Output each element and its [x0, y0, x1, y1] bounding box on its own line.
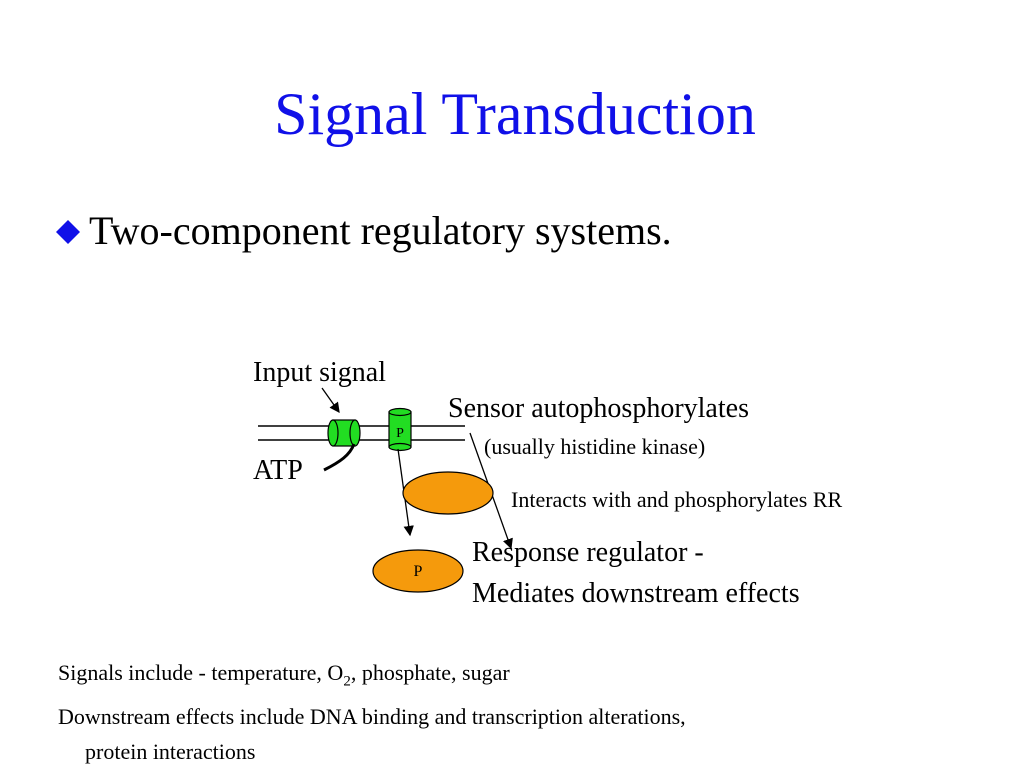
slide-title: Signal Transduction — [274, 81, 756, 147]
footer-notes: Signals include - temperature, O2, phosp… — [58, 655, 686, 769]
sensor-sublabel: (usually histidine kinase) — [484, 434, 706, 459]
footer-effects-continued: protein interactions — [85, 739, 256, 765]
sensor-phospho-tag: P — [396, 426, 404, 441]
interacts-label: Interacts with and phosphorylates RR — [511, 487, 843, 512]
atp-label: ATP — [253, 455, 303, 486]
diamond-bullet-icon — [56, 220, 80, 244]
response-regulator-label: Response regulator - — [472, 537, 704, 568]
footer-effects-line: Downstream effects include DNA binding a… — [58, 704, 686, 730]
input-signal-label: Input signal — [253, 357, 386, 388]
response-regulator-effects-label: Mediates downstream effects — [472, 578, 800, 609]
sensor-label: Sensor autophosphorylates — [448, 393, 749, 424]
bullet-text: Two-component regulatory systems. — [89, 208, 672, 253]
footer-signals-line: Signals include - temperature, O2, phosp… — [58, 660, 510, 690]
atp-curve — [323, 443, 356, 472]
sensor-cylinder-vertical — [388, 407, 412, 452]
sensor-cylinder-horizontal — [327, 419, 361, 447]
response-regulator-oval — [372, 549, 464, 593]
input-signal-arrow — [321, 387, 340, 414]
rr-phospho-tag: P — [414, 563, 423, 580]
interacting-oval — [402, 471, 494, 515]
oxygen-subscript: 2 — [343, 673, 351, 690]
